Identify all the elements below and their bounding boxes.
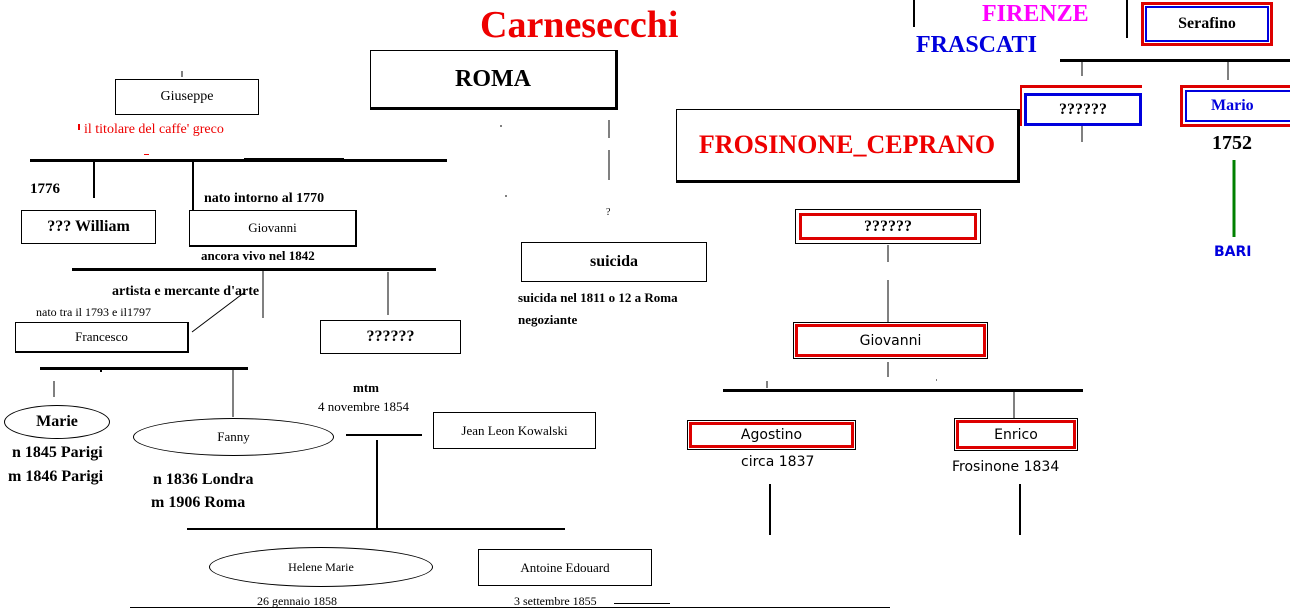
red-dash-2 [144,154,149,155]
mtm-label: mtm [353,380,379,395]
marie-died: m 1846 Parigi [8,468,104,485]
mario-year: 1752 [1212,132,1252,154]
francesco-children-line [40,367,248,370]
bottom-line [130,607,890,608]
person-marie: Marie [4,405,110,439]
giuseppe-children-line [30,159,447,162]
suicida-note-1: suicida nel 1811 o 12 a Roma [518,290,678,305]
frascati-children-line [1060,59,1290,62]
person-william: ??? William [21,210,156,244]
marriage-date: 4 novembre 1854 [318,399,409,414]
red-dash [78,124,80,130]
marriage-line [346,434,422,436]
person-unknown-roma: ?????? [320,320,461,354]
giovanni-children-line [72,268,436,271]
person-mario-label: Mario [1185,90,1290,122]
fanny-born: n 1836 Londra [153,471,254,488]
person-giovanni-frosinone: Giovanni [793,322,988,359]
francesco-born: nato tra il 1793 e il1797 [36,305,151,319]
giovanni-alive: ancora vivo nel 1842 [201,248,315,263]
person-agostino-label: Agostino [689,422,854,448]
agostino-date: circa 1837 [741,454,815,470]
person-enrico: Enrico [954,418,1078,451]
city-bari: BARI [1214,244,1252,260]
person-fanny: Fanny [133,418,334,456]
page-title: Carnesecchi [480,4,679,46]
francesco-role: artista e mercante d'arte [112,284,260,299]
city-firenze: FIRENZE [982,1,1089,27]
decor-line [244,158,344,159]
suicida-note-2: negoziante [518,312,578,327]
person-francesco: Francesco [15,322,189,353]
antoine-underline [614,603,670,604]
city-frosinone-box: FROSINONE_CEPRANO [676,109,1020,183]
person-suicida: suicida [521,242,707,282]
enrico-date: Frosinone 1834 [952,459,1060,475]
person-unknown-frascati: ?????? [1020,85,1142,126]
antoine-date: 3 settembre 1855 [514,594,597,608]
fanny-children-line [187,528,565,530]
question-mark: ? [606,207,611,218]
person-serafino: Serafino [1141,2,1273,46]
marie-born: n 1845 Parigi [12,444,103,461]
city-frascati: FRASCATI [916,32,1037,58]
person-unknown-frosinone-label: ?????? [799,213,977,240]
person-giovanni-frosinone-label: Giovanni [795,324,986,357]
person-helene: Helene Marie [209,547,433,587]
year-1776: 1776 [30,181,60,197]
helene-date: 26 gennaio 1858 [257,594,337,608]
giovanni-born: nato intorno al 1770 [204,191,325,206]
giuseppe-note: il titolare del caffe' greco [84,122,224,137]
person-unknown-frascati-label: ?????? [1024,93,1142,126]
person-giuseppe: Giuseppe [115,79,259,115]
person-serafino-label: Serafino [1145,6,1269,42]
person-giovanni-roma: Giovanni [189,210,357,247]
person-unknown-frosinone: ?????? [795,209,981,244]
person-agostino: Agostino [687,420,856,450]
person-antoine: Antoine Edouard [478,549,652,586]
person-mario: Mario [1180,85,1290,127]
person-enrico-label: Enrico [956,420,1076,449]
frosinone-children-line [723,389,1083,392]
fanny-died: m 1906 Roma [151,494,246,511]
person-jean-leon: Jean Leon Kowalski [433,412,596,449]
city-roma-box: ROMA [370,50,618,110]
